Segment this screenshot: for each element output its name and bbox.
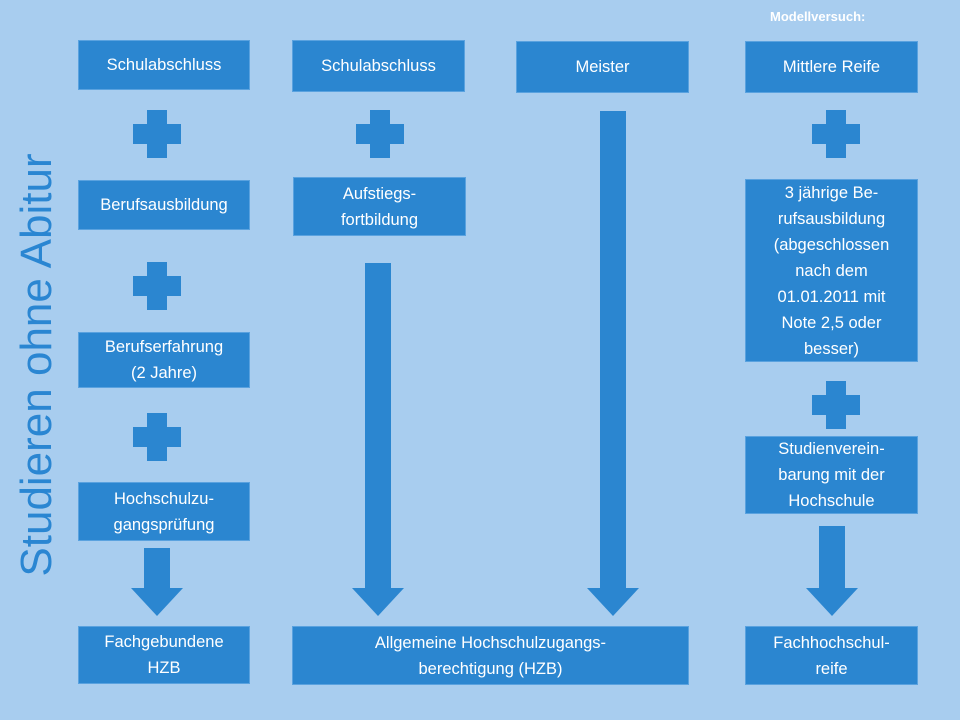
diagram-title: Studieren ohne Abitur	[12, 153, 61, 577]
plus-icon	[133, 413, 181, 461]
down-arrow-icon	[587, 111, 639, 616]
col1-work-experience-label: Berufserfahrung (2 Jahre)	[104, 338, 224, 382]
col3-master-label: Meister	[575, 58, 630, 76]
down-arrow-icon	[806, 526, 858, 616]
plus-icon	[133, 262, 181, 310]
down-arrow-icon	[352, 263, 404, 616]
plus-icon	[133, 110, 181, 158]
col1-work-experience-box: Berufserfahrung (2 Jahre)	[78, 332, 250, 388]
col3-master-box: Meister	[516, 41, 689, 93]
col1-school-degree-label: Schulabschluss	[106, 56, 222, 74]
col4-study-agreement-label: Studienverein- barung mit der Hochschule	[778, 440, 885, 510]
col1-entrance-exam-box: Hochschulzu- gangsprüfung	[78, 482, 250, 541]
pilot-label: Modellversuch:	[770, 9, 866, 24]
col1-school-degree-box: Schulabschluss	[78, 40, 250, 90]
col4-secondary-school-label: Mittlere Reife	[782, 58, 881, 76]
down-arrow-icon	[131, 548, 183, 616]
col4-result-box: Fachhochschul- reife	[745, 626, 918, 685]
col1-result-box: Fachgebundene HZB	[78, 626, 250, 684]
general-hzb-label: Allgemeine Hochschulzugangs- berechtigun…	[374, 633, 607, 678]
general-hzb-box: Allgemeine Hochschulzugangs- berechtigun…	[292, 626, 689, 685]
plus-icon	[356, 110, 404, 158]
col4-vocational-training-box: 3 jährige Be- rufsausbildung (abgeschlos…	[745, 179, 918, 362]
col1-vocational-training-label: Berufsausbildung	[100, 196, 228, 214]
col1-entrance-exam-label: Hochschulzu- gangsprüfung	[113, 489, 215, 534]
col2-advanced-training-box: Aufstiegs- fortbildung	[293, 177, 466, 236]
plus-icon	[812, 110, 860, 158]
col4-study-agreement-box: Studienverein- barung mit der Hochschule	[745, 436, 918, 514]
col2-advanced-training-label: Aufstiegs- fortbildung	[340, 184, 419, 229]
col2-school-degree-box: Schulabschluss	[292, 40, 465, 92]
col4-vocational-training-label: 3 jährige Be- rufsausbildung (abgeschlos…	[773, 183, 890, 358]
plus-icon	[812, 381, 860, 429]
col2-school-degree-label: Schulabschluss	[321, 57, 436, 75]
col4-secondary-school-box: Mittlere Reife	[745, 41, 918, 93]
col1-vocational-training-box: Berufsausbildung	[78, 180, 250, 230]
col1-result-label: Fachgebundene HZB	[104, 633, 224, 677]
col4-result-label: Fachhochschul- reife	[773, 633, 890, 678]
